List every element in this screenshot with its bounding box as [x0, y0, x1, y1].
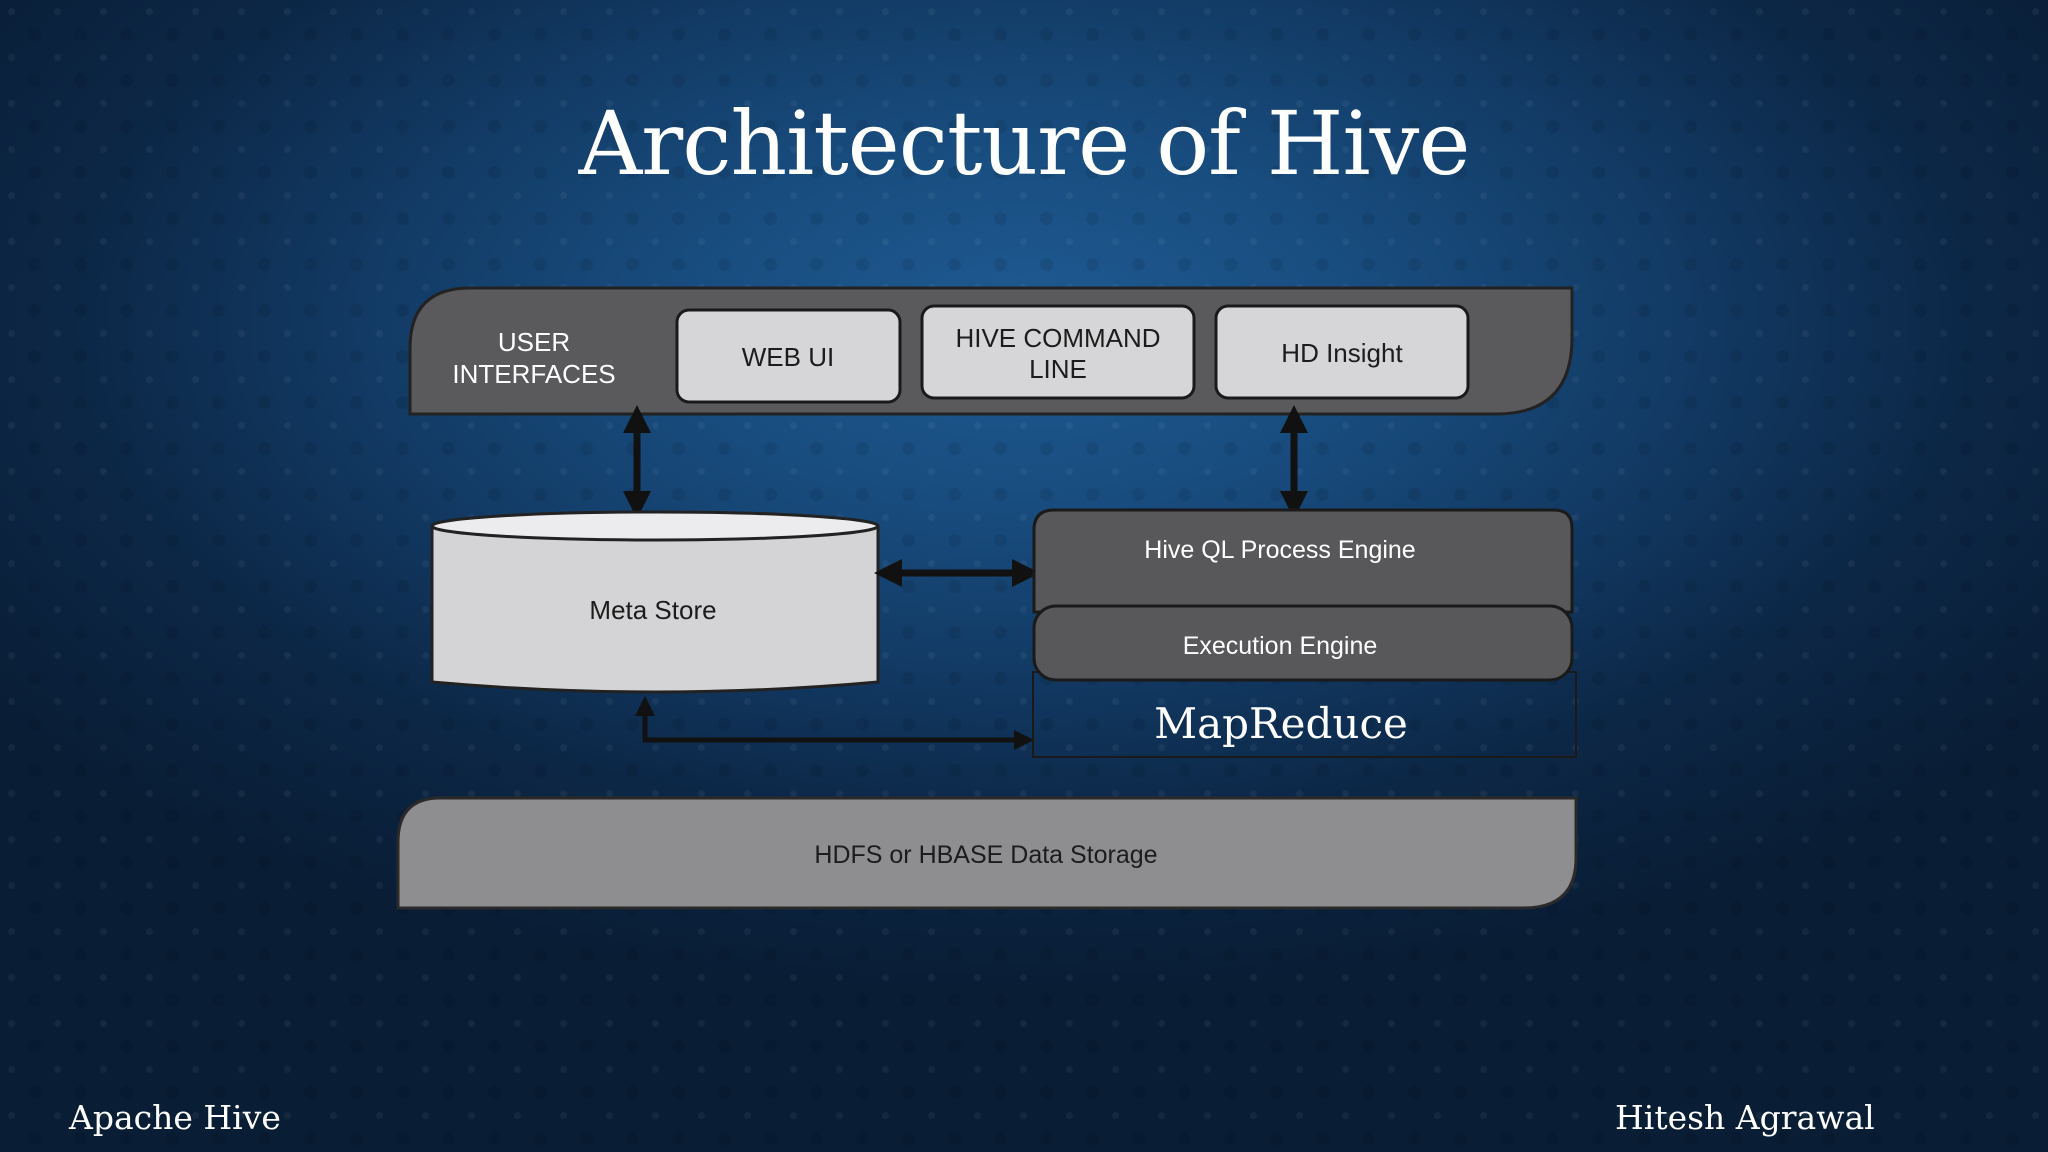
execution-engine-box: Execution Engine	[1032, 604, 1574, 682]
metastore-mapreduce-arrow	[635, 696, 1034, 750]
data-storage-label: HDFS or HBASE Data Storage	[814, 841, 1157, 869]
user-interfaces-label-line2: INTERFACES	[452, 359, 615, 389]
meta-store-cylinder: Meta Store	[430, 510, 880, 694]
hive-command-line-label-line2: LINE	[1029, 354, 1087, 384]
hd-insight-box: HD Insight	[1214, 304, 1470, 400]
meta-store-label: Meta Store	[589, 595, 716, 625]
hd-insight-label: HD Insight	[1281, 338, 1403, 368]
hive-command-line-label-line1: HIVE COMMAND	[955, 323, 1160, 353]
user-interfaces-label-line1: USER	[498, 327, 570, 357]
hiveql-process-engine-box: Hive QL Process Engine	[1032, 508, 1574, 614]
data-storage-panel: HDFS or HBASE Data Storage	[396, 796, 1578, 910]
web-ui-box: WEB UI	[675, 308, 902, 404]
footer-topic: Apache Hive	[69, 1098, 281, 1137]
mapreduce-box: MapReduce	[1032, 671, 1577, 758]
web-ui-label: WEB UI	[742, 342, 834, 372]
mapreduce-label: MapReduce	[1154, 699, 1408, 748]
slide-title: Architecture of Hive	[578, 92, 1471, 195]
footer-author: Hitesh Agrawal	[1615, 1098, 1875, 1137]
hiveql-process-engine-label: Hive QL Process Engine	[1144, 536, 1415, 564]
hive-command-line-box: HIVE COMMAND LINE	[920, 304, 1196, 400]
execution-engine-label: Execution Engine	[1183, 632, 1378, 660]
